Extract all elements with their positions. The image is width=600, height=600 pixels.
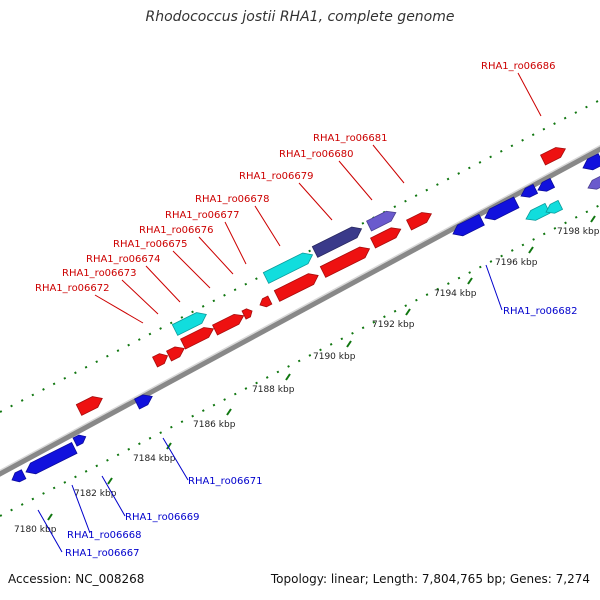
forward-gene-label[interactable]: RHA1_ro06673 — [62, 268, 137, 279]
reverse-gene-label[interactable]: RHA1_ro06667 — [65, 548, 140, 559]
gene-reverse[interactable] — [11, 469, 27, 483]
reverse-leader-line — [37, 509, 63, 553]
scale-tick-label: 7198 kbp — [557, 227, 600, 237]
scale-tick-label: 7190 kbp — [313, 352, 356, 362]
scale-tick-label: 7196 kbp — [495, 258, 538, 268]
gene-reverse[interactable] — [484, 196, 520, 221]
gene-forward[interactable] — [311, 226, 363, 258]
gene-reverse[interactable] — [25, 441, 78, 475]
scale-tick-label: 7180 kbp — [14, 525, 57, 535]
scale-tick — [285, 373, 291, 381]
forward-gene-label[interactable]: RHA1_ro06681 — [313, 133, 388, 144]
scale-tick — [405, 308, 411, 316]
gene-reverse[interactable] — [520, 183, 539, 198]
genome-title: Rhodococcus jostii RHA1, complete genome — [145, 9, 455, 25]
forward-gene-label[interactable]: RHA1_ro06686 — [481, 61, 556, 72]
scale-tick-label: 7194 kbp — [434, 289, 477, 299]
scale-tick — [226, 408, 232, 416]
reverse-gene-label[interactable]: RHA1_ro06669 — [125, 512, 200, 523]
scale-tick-label: 7184 kbp — [133, 454, 176, 464]
scale-tick — [166, 442, 172, 450]
reverse-gene-label[interactable]: RHA1_ro06668 — [67, 530, 142, 541]
gene-forward[interactable] — [366, 210, 397, 232]
forward-gene-label[interactable]: RHA1_ro06674 — [86, 254, 161, 265]
genome-backbone-highlight — [0, 144, 600, 472]
reverse-guide-line — [0, 204, 600, 517]
gene-forward[interactable] — [406, 212, 433, 231]
reverse-leader-line — [71, 484, 91, 534]
gene-forward[interactable] — [212, 313, 245, 336]
gene-reverse[interactable] — [72, 434, 87, 447]
forward-leader-line — [224, 221, 247, 265]
gene-reverse[interactable] — [587, 175, 600, 190]
reverse-gene-label[interactable]: RHA1_ro06671 — [188, 476, 263, 487]
scale-tick — [528, 246, 534, 254]
forward-leader-line — [198, 236, 234, 275]
forward-gene-label[interactable]: RHA1_ro06676 — [139, 225, 214, 236]
forward-gene-label[interactable]: RHA1_ro06679 — [239, 171, 314, 182]
genome-backbone — [0, 145, 600, 477]
gene-forward[interactable] — [370, 227, 402, 249]
gene-forward[interactable] — [171, 312, 207, 336]
scale-tick-label: 7192 kbp — [372, 320, 415, 330]
reverse-leader-line — [162, 437, 189, 481]
gene-forward[interactable] — [241, 308, 253, 320]
forward-leader-line — [94, 294, 144, 324]
gene-reverse[interactable] — [134, 394, 153, 410]
forward-leader-line — [145, 265, 181, 303]
gene-reverse[interactable] — [545, 199, 564, 214]
gene-reverse[interactable] — [582, 153, 600, 171]
gene-reverse[interactable] — [537, 177, 556, 192]
gene-forward[interactable] — [319, 246, 371, 278]
reverse-leader-line — [485, 264, 503, 311]
gene-forward[interactable] — [262, 252, 314, 284]
gene-forward[interactable] — [259, 295, 273, 308]
scale-tick-label: 7188 kbp — [252, 385, 295, 395]
reverse-gene-label[interactable]: RHA1_ro06682 — [503, 306, 578, 317]
forward-gene-label[interactable]: RHA1_ro06677 — [165, 210, 240, 221]
forward-leader-line — [254, 205, 281, 247]
forward-gene-label[interactable]: RHA1_ro06678 — [195, 194, 270, 205]
forward-leader-line — [517, 72, 542, 117]
gene-forward[interactable] — [166, 346, 185, 362]
gene-forward[interactable] — [152, 353, 169, 368]
gene-reverse[interactable] — [525, 202, 551, 221]
forward-gene-label[interactable]: RHA1_ro06675 — [113, 239, 188, 250]
genome-summary: Topology: linear; Length: 7,804,765 bp; … — [270, 572, 590, 586]
forward-leader-line — [338, 160, 373, 201]
gene-forward[interactable] — [75, 396, 103, 416]
scale-tick — [346, 340, 352, 348]
scale-tick — [467, 277, 473, 285]
forward-leader-line — [121, 279, 159, 315]
forward-leader-line — [172, 250, 211, 289]
forward-gene-label[interactable]: RHA1_ro06672 — [35, 283, 110, 294]
scale-tick — [107, 477, 113, 485]
gene-forward[interactable] — [180, 327, 215, 350]
gene-reverse[interactable] — [452, 213, 485, 237]
scale-tick — [47, 513, 53, 521]
forward-gene-label[interactable]: RHA1_ro06680 — [279, 149, 354, 160]
gene-forward[interactable] — [540, 147, 567, 166]
forward-leader-line — [372, 144, 405, 184]
scale-tick-label: 7182 kbp — [74, 489, 117, 499]
reverse-leader-line — [101, 475, 126, 517]
scale-tick-label: 7186 kbp — [193, 420, 236, 430]
scale-tick — [590, 215, 596, 223]
gene-forward[interactable] — [273, 273, 319, 302]
accession-label: Accession: NC_008268 — [8, 572, 145, 586]
forward-leader-line — [298, 182, 333, 221]
